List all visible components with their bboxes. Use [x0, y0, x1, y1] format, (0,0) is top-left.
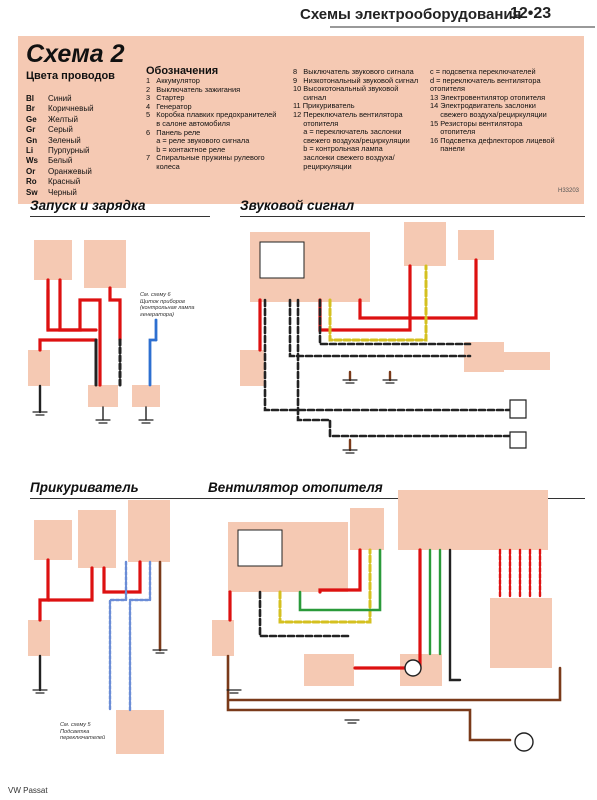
section-rule-start [30, 216, 210, 217]
wire-color-row: Ro Красный [26, 177, 94, 187]
footer-text: VW Passat [8, 786, 48, 795]
legend-column-2: 8 Выключатель звукового сигнала 9 Низкот… [293, 67, 419, 171]
page-title: Схемы электрооборудования [300, 6, 522, 23]
wire-color-name: Красный [48, 177, 81, 187]
wire-color-name: Черный [48, 187, 77, 197]
wire-color-code: Br [26, 104, 35, 114]
wire-color-code: Bl [26, 94, 34, 103]
scheme-title: Схема 2 [26, 40, 125, 68]
wire-color-code: Ro [26, 177, 37, 187]
note-lighter: См. схему 5 Подсветка переключателей [60, 722, 106, 742]
wire-colors-heading: Цвета проводов [26, 70, 115, 82]
wire-color-code: Li [26, 146, 34, 156]
legend-column-3: c = подсветка переключателей d = переклю… [430, 67, 555, 154]
legend-column-1: 1 Аккумулятор 2 Выключатель зажигания 3 … [146, 76, 277, 171]
wire-color-name: Оранжевый [48, 166, 92, 176]
diagram-code: H33203 [558, 188, 580, 194]
diagram-fan [212, 490, 562, 752]
section-rule-horn [240, 216, 585, 217]
page-header: Схемы электрооборудования 12•23 [0, 0, 597, 30]
section-title-fan: Вентилятор отопителя [208, 480, 383, 495]
section-rule-fan [208, 498, 585, 499]
section-title-start: Запуск и зарядка [30, 198, 146, 213]
wire-color-code: Gr [26, 125, 36, 135]
wire-color-name: Пурпурный [48, 146, 90, 156]
wire-color-row: Ws Белый [26, 156, 94, 166]
wire-color-name: Серый [48, 125, 73, 135]
wire-color-row: Ge Желтый [26, 115, 94, 125]
wire-color-row: Gn Зеленый [26, 136, 94, 146]
legend-heading: Обозначения [146, 65, 219, 77]
wire-color-code: Ge [26, 114, 37, 124]
diagram-start-charging [28, 240, 160, 424]
wire-color-code: Gn [26, 135, 38, 145]
wire-color-row: Bl Синий [26, 94, 94, 104]
wire-color-name: Зеленый [48, 135, 81, 145]
wire-color-code: Ws [26, 156, 38, 166]
header-rule [330, 26, 595, 28]
wire-color-code: Sw [26, 187, 38, 197]
wire-color-code: Or [26, 166, 36, 176]
wire-color-name: Синий [48, 94, 72, 103]
wire-color-row: Sw Черный [26, 188, 94, 198]
wire-color-row: Or Оранжевый [26, 167, 94, 177]
section-title-horn: Звуковой сигнал [240, 198, 355, 213]
section-rule-lighter [30, 498, 210, 499]
wire-color-row: Gr Серый [26, 125, 94, 135]
page-number: 12•23 [510, 5, 552, 22]
wire-color-row: Br Коричневый [26, 104, 94, 114]
wire-color-name: Коричневый [48, 104, 94, 114]
wire-color-name: Белый [48, 156, 73, 166]
diagram-lighter [28, 500, 170, 754]
wire-color-name: Желтый [48, 114, 79, 124]
note-start: См. схему 6 Щиток приборов (контрольная … [140, 292, 195, 318]
wire-color-row: Li Пурпурный [26, 146, 94, 156]
section-title-lighter: Прикуриватель [30, 480, 139, 495]
diagram-horn [240, 222, 550, 454]
